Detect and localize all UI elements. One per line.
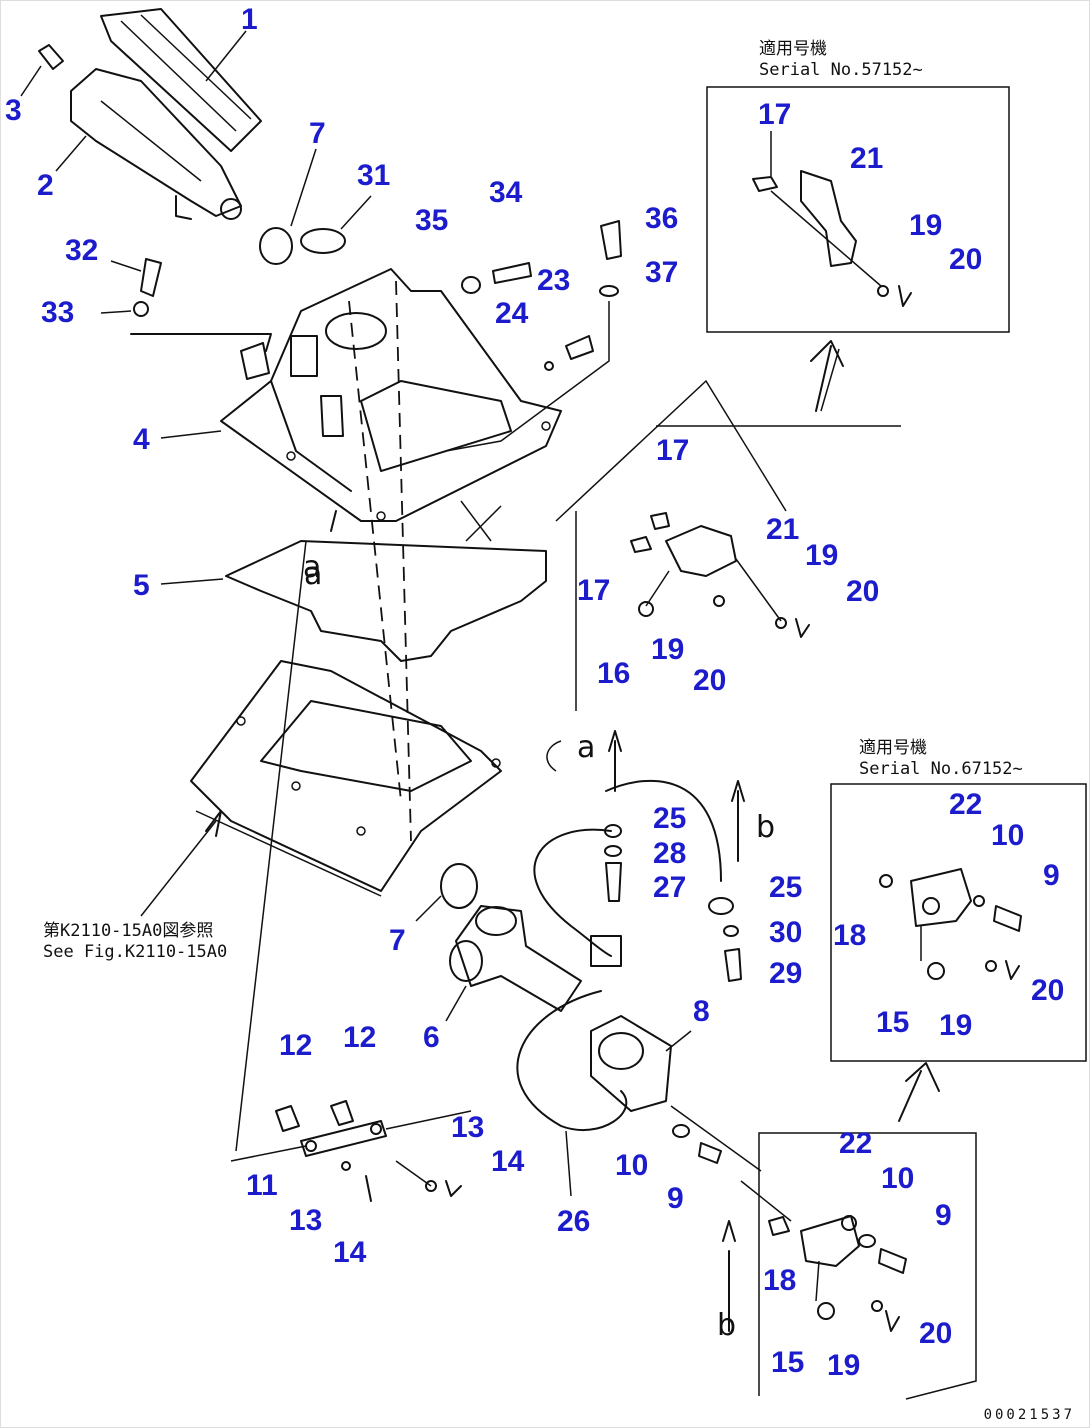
callout-12: 12	[279, 1029, 313, 1062]
part-handle	[70, 68, 242, 220]
callout-17: 17	[656, 434, 690, 467]
callout-18: 18	[833, 919, 867, 952]
detail-box-lower	[758, 1132, 977, 1400]
view-marker-a: a	[577, 730, 596, 765]
callout-10: 10	[615, 1149, 649, 1182]
callout-17: 17	[577, 574, 611, 607]
callout-8: 8	[693, 995, 710, 1028]
callout-20: 20	[949, 243, 983, 276]
serial-note-lower: 適用号機 Serial No.67152~	[859, 738, 1023, 780]
view-marker-a: a	[303, 550, 322, 585]
callout-10: 10	[991, 819, 1025, 852]
svg-text:a: a	[304, 557, 322, 592]
callout-19: 19	[805, 539, 839, 572]
callout-21: 21	[766, 513, 800, 546]
callout-25: 25	[653, 802, 687, 835]
callout-25: 25	[769, 871, 803, 904]
callout-26: 26	[557, 1205, 591, 1238]
callout-14: 14	[491, 1145, 525, 1178]
callout-5: 5	[133, 569, 150, 602]
callout-18: 18	[763, 1264, 797, 1297]
part-plate: a	[225, 510, 547, 662]
callout-20: 20	[1031, 974, 1065, 1007]
callout-15: 15	[771, 1346, 805, 1379]
callout-11: 11	[246, 1169, 278, 1202]
serial-note-upper: 適用号機 Serial No.57152~	[759, 39, 923, 81]
inset-box-lower	[830, 783, 1087, 1062]
callout-15: 15	[876, 1006, 910, 1039]
callout-3: 3	[5, 94, 22, 127]
callout-22: 22	[839, 1127, 873, 1160]
inset-box-upper	[706, 86, 1010, 333]
view-marker-b: b	[717, 1308, 737, 1343]
callout-34: 34	[489, 176, 523, 209]
callout-16: 16	[597, 657, 631, 690]
callout-17: 17	[758, 98, 792, 131]
callout-20: 20	[919, 1317, 953, 1350]
part-link	[300, 1120, 387, 1157]
part-lever-base	[449, 905, 582, 1012]
part-console-cover	[220, 268, 562, 522]
callout-29: 29	[769, 957, 803, 990]
callout-7: 7	[309, 117, 326, 150]
part-switch	[590, 1015, 672, 1112]
callout-33: 33	[41, 296, 75, 329]
callout-1: 1	[241, 3, 258, 36]
callout-4: 4	[133, 423, 150, 456]
callout-19: 19	[651, 633, 685, 666]
callout-20: 20	[846, 575, 880, 608]
callout-19: 19	[939, 1009, 973, 1042]
callout-27: 27	[653, 871, 687, 904]
callout-37: 37	[645, 256, 679, 289]
callout-20: 20	[693, 664, 727, 697]
callout-10: 10	[881, 1162, 915, 1195]
callout-13: 13	[289, 1204, 323, 1237]
callout-9: 9	[1043, 859, 1060, 892]
callout-9: 9	[667, 1182, 684, 1215]
callout-13: 13	[451, 1111, 485, 1144]
drawing-code: 00021537	[983, 1407, 1075, 1423]
callout-9: 9	[935, 1199, 952, 1232]
part-grip	[100, 8, 262, 152]
callout-22: 22	[949, 788, 983, 821]
callout-24: 24	[495, 297, 529, 330]
figure-reference: 第K2110-15A0図参照 See Fig.K2110-15A0	[43, 921, 228, 963]
callout-32: 32	[65, 234, 99, 267]
view-marker-b: b	[756, 810, 776, 845]
callout-30: 30	[769, 916, 803, 949]
callout-14: 14	[333, 1236, 367, 1269]
callout-19: 19	[827, 1349, 861, 1382]
callout-7: 7	[389, 924, 406, 957]
callout-23: 23	[537, 264, 571, 297]
callout-19: 19	[909, 209, 943, 242]
callout-28: 28	[653, 837, 687, 870]
callout-6: 6	[423, 1021, 440, 1054]
callout-31: 31	[357, 159, 391, 192]
callout-21: 21	[850, 142, 884, 175]
callout-2: 2	[37, 169, 54, 202]
callout-12: 12	[343, 1021, 377, 1054]
part-gasket	[190, 660, 502, 892]
callout-35: 35	[415, 204, 449, 237]
part-screw-3	[20, 44, 64, 97]
callout-36: 36	[645, 202, 679, 235]
